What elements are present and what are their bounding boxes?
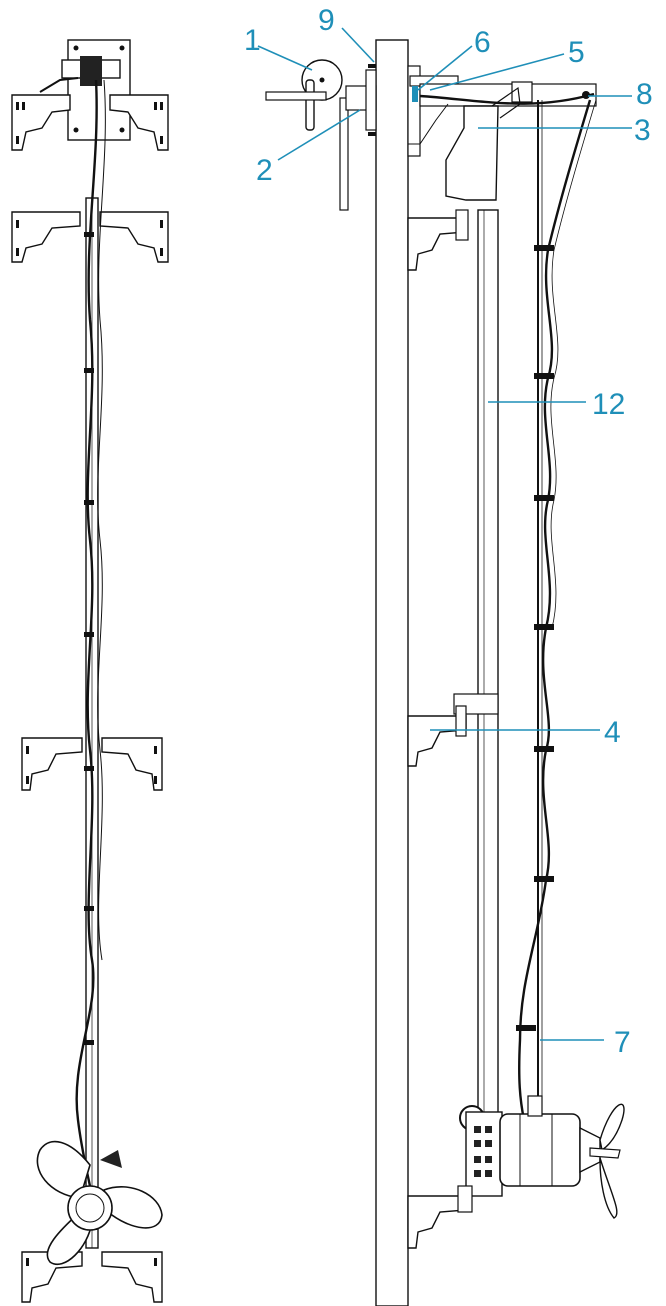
callout-label-1: 1 (244, 24, 261, 57)
top-bracket-right (407, 65, 597, 157)
callout-label-3: 3 (634, 114, 651, 147)
side-view (265, 39, 625, 1306)
winch-body (80, 56, 102, 86)
callout-leader-6 (417, 45, 473, 91)
cable-clips-side (516, 245, 554, 1031)
bracket-pair-1 (11, 94, 169, 151)
bracket-pair-2 (11, 211, 169, 263)
callout-labels: 1 2 3 4 5 6 7 8 9 12 (244, 4, 653, 1059)
callout-label-12: 12 (592, 388, 625, 421)
front-view (11, 39, 169, 1303)
callout-label-5: 5 (568, 36, 585, 69)
top-mount-plate (67, 39, 131, 141)
mixer-unit (459, 1095, 625, 1219)
callout-label-6: 6 (474, 26, 491, 59)
guide-tube (477, 209, 499, 1131)
callout-leader-5 (429, 53, 565, 91)
davit-winch (265, 59, 349, 211)
pit-wall (375, 39, 409, 1306)
callout-label-8: 8 (636, 78, 653, 111)
callout-label-4: 4 (604, 716, 621, 749)
power-cable-front (75, 79, 98, 1231)
callout-label-2: 2 (256, 154, 273, 187)
propeller-front (36, 1140, 163, 1265)
bracket-pair-4 (21, 1251, 163, 1303)
side-bracket-bottom (407, 1195, 467, 1249)
power-cable-side (518, 99, 592, 1121)
callout-leader-9 (341, 27, 375, 63)
bracket-pair-3 (21, 737, 163, 791)
cable-clips-front (84, 232, 94, 1045)
upper-bracket (345, 64, 377, 136)
callout-leader-1 (257, 45, 313, 71)
intermediate-bracket (407, 693, 499, 767)
callout-leader-2 (277, 109, 361, 161)
callout-label-7: 7 (614, 1026, 631, 1059)
callouts (257, 27, 632, 1041)
callout-label-9: 9 (318, 4, 335, 37)
upper-holder-arm (445, 105, 499, 201)
